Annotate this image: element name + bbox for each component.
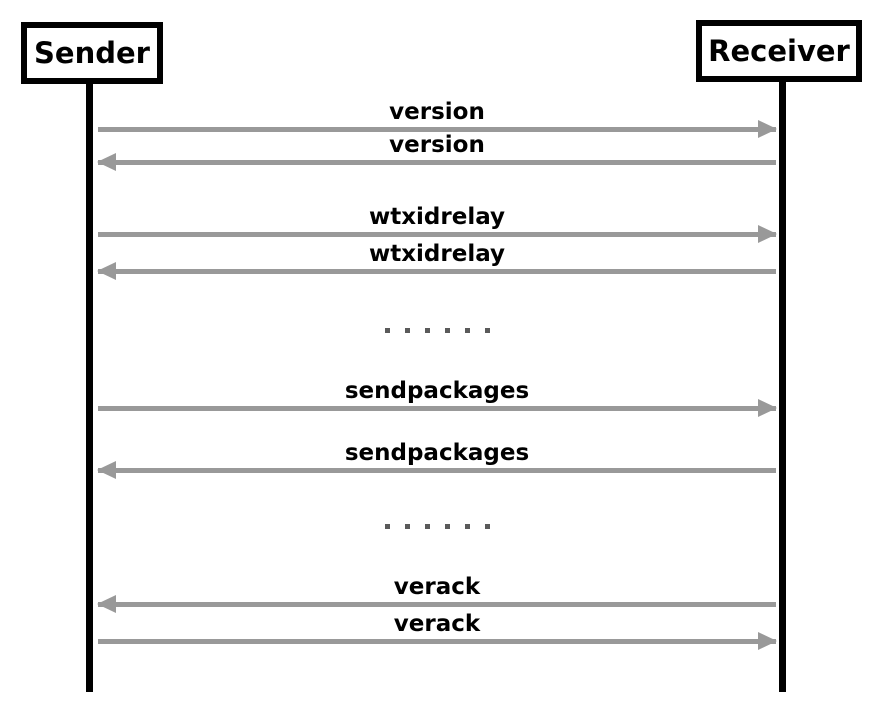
message-label-version-right: version [389,99,485,125]
message-label-wtxidrelay-right: wtxidrelay [368,204,506,230]
dot [424,524,430,529]
message-arrow-right [98,120,777,138]
message-label-verack-left: verack [393,574,481,600]
dot [404,524,410,529]
message-arrow-left [97,262,776,280]
message-arrow-right [98,399,777,417]
message-label-wtxidrelay-left: wtxidrelay [368,241,506,267]
actor-box-sender: Sender [21,22,163,84]
ellipsis-dots [98,328,776,333]
dot [484,524,490,529]
actor-label-sender: Sender [34,36,150,70]
lifeline-receiver [779,82,786,692]
message-arrow-right [98,225,777,243]
dot [404,328,410,333]
message-arrow-left [97,153,776,171]
dot [464,328,470,333]
message-label-sendpackages-right: sendpackages [344,378,530,404]
dot [464,524,470,529]
lifeline-sender [86,84,93,692]
dot [384,328,390,333]
actor-box-receiver: Receiver [696,20,862,82]
dot [384,524,390,529]
message-arrow-right [98,632,777,650]
ellipsis-dots [98,524,776,529]
dot [444,328,450,333]
message-label-verack-right: verack [393,611,481,637]
message-label-sendpackages-left: sendpackages [344,440,530,466]
message-label-version-left: version [389,132,485,158]
message-arrow-left [97,595,776,613]
dot [424,328,430,333]
dot [444,524,450,529]
dot [484,328,490,333]
actor-label-receiver: Receiver [708,34,850,68]
message-arrow-left [97,461,776,479]
